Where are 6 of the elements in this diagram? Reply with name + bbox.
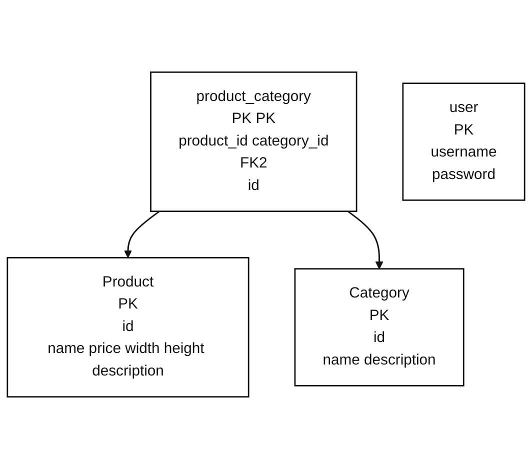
arrow — [347, 210, 384, 270]
arrow — [124, 210, 160, 258]
node-box: product_category PK PK product_id category_id FK2 id — [150, 71, 358, 212]
node-box: Category PK id name description — [294, 268, 464, 386]
node-box: user PK username password — [402, 82, 526, 201]
node-box: Product PK id name price width height description — [6, 257, 250, 398]
